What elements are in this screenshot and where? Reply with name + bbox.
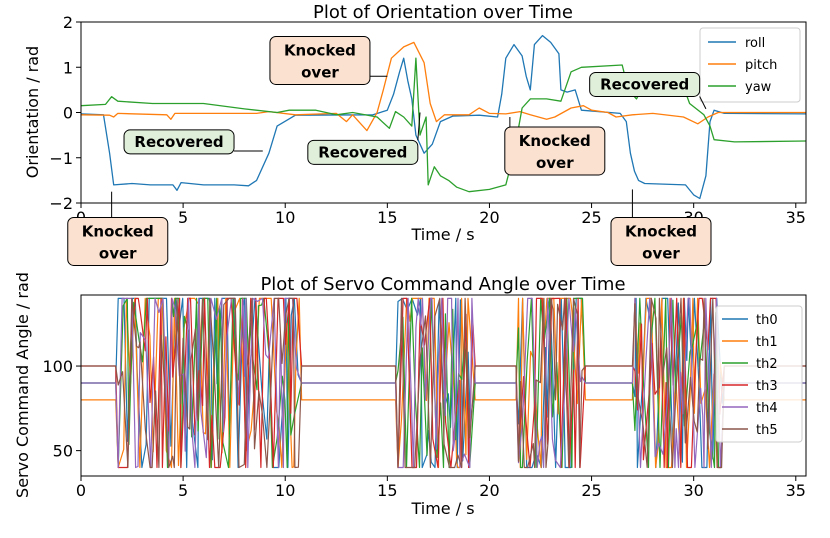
servo-title: Plot of Servo Command Angle over Time bbox=[260, 274, 625, 295]
annotation-box-recovered bbox=[123, 129, 235, 155]
legend-label-th2: th2 bbox=[756, 357, 778, 372]
annotation-text: over bbox=[536, 154, 574, 172]
annotation-text: Knocked bbox=[284, 41, 356, 59]
series-line-th4 bbox=[81, 297, 806, 469]
legend-box bbox=[715, 305, 803, 443]
orientation-x-axis-label: Time / s bbox=[410, 225, 474, 244]
annotation-text: Recovered bbox=[134, 133, 223, 151]
orientation-plot-frame bbox=[80, 21, 807, 204]
x-tick-label: 35 bbox=[786, 208, 806, 227]
x-tick-label: 10 bbox=[275, 481, 295, 500]
servo-y-ticks: 50 100 bbox=[42, 357, 81, 461]
orientation-y-axis-label: Orientation / rad bbox=[23, 46, 42, 178]
annotation-box-knocked-over bbox=[67, 216, 169, 266]
legend-label-th3: th3 bbox=[756, 379, 778, 394]
y-tick-label: −1 bbox=[49, 149, 73, 168]
legend-label-th5: th5 bbox=[756, 423, 778, 438]
x-tick-label: 5 bbox=[178, 208, 188, 227]
servo-legend: th0 th1 th2 th3 th4 th5 bbox=[715, 305, 803, 443]
legend-label-roll: roll bbox=[745, 36, 765, 51]
x-tick-label: 30 bbox=[683, 481, 703, 500]
legend-label-th1: th1 bbox=[756, 335, 778, 350]
x-tick-label: 20 bbox=[479, 481, 499, 500]
series-line-roll bbox=[81, 34, 806, 200]
series-line-pitch bbox=[81, 41, 806, 132]
y-tick-label: 2 bbox=[63, 13, 73, 32]
annotation-text: over bbox=[99, 244, 137, 262]
x-tick-label: 10 bbox=[275, 208, 295, 227]
y-tick-label: 50 bbox=[53, 442, 73, 461]
x-tick-label: 35 bbox=[786, 481, 806, 500]
annotation-text: Recovered bbox=[600, 75, 689, 93]
annotation-box-recovered bbox=[307, 139, 419, 165]
legend-label-th4: th4 bbox=[756, 401, 778, 416]
x-tick-label: 25 bbox=[581, 208, 601, 227]
x-tick-label: 5 bbox=[178, 481, 188, 500]
servo-x-axis-label: Time / s bbox=[410, 499, 474, 518]
annotation-text: Knocked bbox=[625, 222, 697, 240]
annotation-text: over bbox=[642, 244, 680, 262]
orientation-chart: Plot of Orientation over Time 0 5 10 15 20 25… bbox=[23, 2, 807, 266]
legend-box bbox=[699, 27, 801, 103]
annotation-text: Knocked bbox=[519, 132, 591, 150]
x-tick-label: 15 bbox=[377, 481, 397, 500]
annotation-text: Knocked bbox=[82, 222, 154, 240]
legend-label-yaw: yaw bbox=[745, 80, 772, 95]
annotation-text: Recovered bbox=[318, 143, 407, 161]
x-tick-label: 0 bbox=[76, 481, 86, 500]
y-tick-label: 1 bbox=[63, 58, 73, 77]
annotation-box-knocked-over bbox=[269, 35, 371, 85]
x-tick-label: 25 bbox=[581, 481, 601, 500]
orientation-legend: roll pitch yaw bbox=[699, 27, 801, 103]
servo-chart: Plot of Servo Command Angle over Time 0 5… bbox=[13, 272, 807, 518]
servo-x-ticks: 0 5 10 15 20 25 30 35 bbox=[76, 476, 806, 500]
annotation-box-recovered bbox=[589, 71, 701, 97]
servo-plot-frame bbox=[80, 294, 807, 477]
legend-label-pitch: pitch bbox=[745, 58, 777, 73]
annotation-text: over bbox=[301, 63, 339, 81]
legend-label-th0: th0 bbox=[756, 313, 778, 328]
annotation-arrow bbox=[699, 96, 707, 110]
x-tick-label: 15 bbox=[377, 208, 397, 227]
x-tick-label: 20 bbox=[479, 208, 499, 227]
orientation-y-ticks: −2 −1 0 1 2 bbox=[49, 13, 81, 213]
servo-series bbox=[81, 297, 806, 469]
series-line-th5 bbox=[81, 297, 806, 469]
orientation-annotations: KnockedoverRecoveredKnockedoverRecovered… bbox=[67, 35, 712, 266]
orientation-series bbox=[81, 34, 806, 200]
annotation-arrow bbox=[417, 112, 421, 141]
annotation-box-knocked-over bbox=[504, 126, 606, 176]
y-tick-label: 100 bbox=[42, 357, 73, 376]
y-tick-label: 0 bbox=[63, 104, 73, 123]
servo-y-axis-label: Servo Command Angle / rad bbox=[13, 272, 32, 498]
orientation-title: Plot of Orientation over Time bbox=[313, 2, 573, 23]
annotation-box-knocked-over bbox=[610, 216, 712, 266]
y-tick-label: −2 bbox=[49, 194, 73, 213]
